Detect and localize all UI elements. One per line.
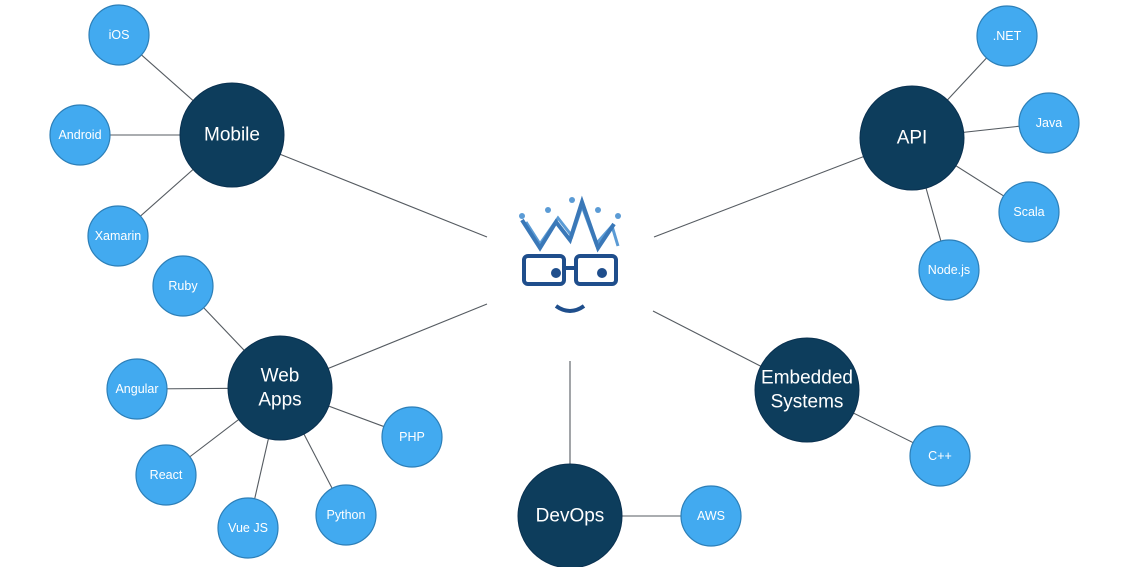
leaf-label: Ruby xyxy=(168,279,198,293)
pupil-left-icon xyxy=(551,268,561,278)
leaf-label: React xyxy=(150,468,183,482)
hub-label: Embedded xyxy=(761,368,853,389)
leaf-circle xyxy=(315,484,377,546)
leaf-circle xyxy=(976,5,1038,67)
leaf-circle xyxy=(381,406,443,468)
leaf-node-angular: Angular xyxy=(106,358,168,420)
leaf-circle xyxy=(87,205,149,267)
crown-dot-mid-left xyxy=(545,207,551,213)
smile-icon xyxy=(554,304,586,313)
leaf-circle xyxy=(88,4,150,66)
leaf-node-android: Android xyxy=(49,104,111,166)
leaf-label: Android xyxy=(58,128,101,142)
glasses-right-lens-icon xyxy=(574,254,618,286)
leaf-label: Xamarin xyxy=(95,229,142,243)
leaf-circle xyxy=(106,358,168,420)
leaf-node-python: Python xyxy=(315,484,377,546)
leaf-node-ruby: Ruby xyxy=(152,255,214,317)
hub-circle xyxy=(179,82,285,188)
leaf-node-net: .NET xyxy=(976,5,1038,67)
hub-label: API xyxy=(897,128,928,149)
hub-node-api: API xyxy=(859,85,965,191)
crown-dot-mid-right xyxy=(595,207,601,213)
hub-label: Apps xyxy=(258,390,301,411)
leaf-label: Java xyxy=(1036,116,1062,130)
hub-circle xyxy=(754,337,860,443)
hub-circle xyxy=(517,463,623,567)
leaf-node-java: Java xyxy=(1018,92,1080,154)
leaf-label: Node.js xyxy=(928,263,970,277)
leaf-circle xyxy=(152,255,214,317)
crown-dot-left xyxy=(519,213,525,219)
leaf-circle xyxy=(135,444,197,506)
leaf-node-vue-js: Vue JS xyxy=(217,497,279,559)
hub-label: DevOps xyxy=(536,506,605,527)
leaf-label: .NET xyxy=(993,29,1022,43)
leaf-node-node-js: Node.js xyxy=(918,239,980,301)
crowned-face-logo-icon xyxy=(519,195,621,313)
hub-node-devops: DevOps xyxy=(517,463,623,567)
crown-base-line xyxy=(520,195,616,253)
leaf-label: Python xyxy=(327,508,366,522)
leaf-circle xyxy=(909,425,971,487)
leaf-node-react: React xyxy=(135,444,197,506)
hub-circle xyxy=(859,85,965,191)
leaf-node-c: C++ xyxy=(909,425,971,487)
leaf-circle xyxy=(1018,92,1080,154)
leaf-circle xyxy=(217,497,279,559)
leaf-label: PHP xyxy=(399,430,425,444)
hub-label: Web xyxy=(261,366,300,387)
hub-circle xyxy=(227,335,333,441)
leaf-circle xyxy=(680,485,742,547)
pupil-right-icon xyxy=(597,268,607,278)
leaf-label: iOS xyxy=(109,28,130,42)
leaf-label: Vue JS xyxy=(228,521,268,535)
crown-dot-top xyxy=(569,197,575,203)
leaf-label: C++ xyxy=(928,449,952,463)
leaf-node-xamarin: Xamarin xyxy=(87,205,149,267)
leaf-circle xyxy=(918,239,980,301)
leaf-node-scala: Scala xyxy=(998,181,1060,243)
hub-label: Systems xyxy=(771,392,844,413)
leaf-circle xyxy=(998,181,1060,243)
leaf-label: Angular xyxy=(115,382,158,396)
leaf-label: AWS xyxy=(697,509,725,523)
leaf-circle xyxy=(49,104,111,166)
leaf-node-aws: AWS xyxy=(680,485,742,547)
crown-dot-right xyxy=(615,213,621,219)
hub-label: Mobile xyxy=(204,125,260,146)
leaf-node-ios: iOS xyxy=(88,4,150,66)
hub-node-mobile: Mobile xyxy=(179,82,285,188)
leaf-node-php: PHP xyxy=(381,406,443,468)
leaf-label: Scala xyxy=(1013,205,1044,219)
